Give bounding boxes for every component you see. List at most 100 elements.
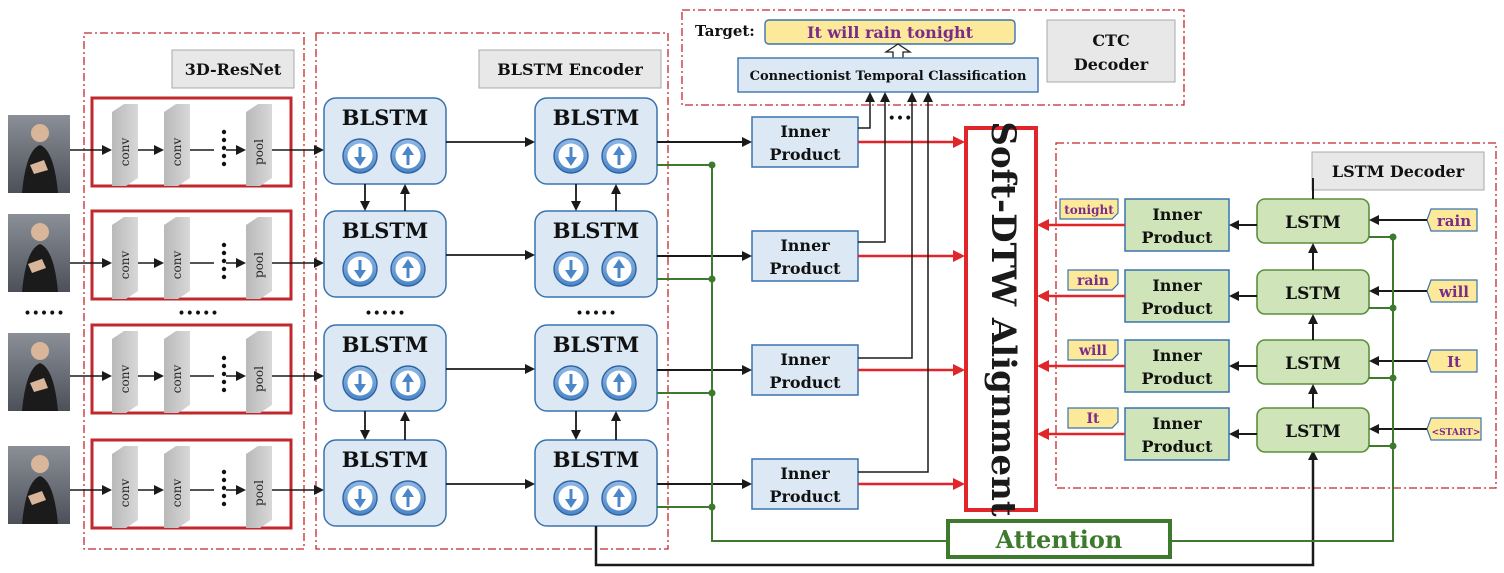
video-frame-row-3 xyxy=(8,333,70,411)
input-token-label: <START> xyxy=(1432,428,1481,438)
blstm-label: BLSTM xyxy=(342,105,429,130)
encoder-inner-products: InnerProductInnerProductInnerProductInne… xyxy=(594,116,1318,567)
encoder-ellipsis-left: ••••• xyxy=(364,306,405,322)
output-token-tag: rain xyxy=(1067,269,1119,291)
conv-label: conv xyxy=(118,251,132,280)
encoder-title: BLSTM Encoder xyxy=(497,60,643,79)
conv-label: conv xyxy=(170,479,184,508)
ctc-ellipsis: ••• xyxy=(888,111,913,127)
inner-product-label: Product xyxy=(1141,299,1213,318)
forward-arrow-icon xyxy=(601,480,637,516)
resnet-block-row-1: conv conv pool xyxy=(70,96,324,188)
backward-arrow-icon xyxy=(553,251,589,287)
soft-dtw-label: Soft-DTW Alignment xyxy=(983,121,1023,517)
blstm-cell: BLSTM xyxy=(323,324,447,412)
resnet-block-row-4: conv conv pool xyxy=(70,438,324,530)
inner-product-label: Inner xyxy=(1152,276,1202,295)
ctc-link-1 xyxy=(858,92,875,129)
ctc-target-box xyxy=(764,19,1016,45)
forward-arrow-icon xyxy=(601,365,637,401)
blstm-label: BLSTM xyxy=(342,332,429,357)
pool-label: pool xyxy=(252,366,266,392)
output-token-label: tonight xyxy=(1064,203,1114,217)
input-token-label: rain xyxy=(1437,212,1471,230)
attention-bus-line xyxy=(1172,237,1394,542)
resnet-title-box xyxy=(171,49,295,89)
pool-label: pool xyxy=(252,252,266,278)
blstm-label: BLSTM xyxy=(342,447,429,472)
decoder-section-frame xyxy=(1055,142,1497,489)
resnet-ellipsis: ••••• xyxy=(177,306,218,322)
attention-label: Attention xyxy=(995,525,1123,554)
ctc-section-frame xyxy=(681,9,1185,106)
ctc-output-arrow xyxy=(883,43,913,59)
ctc-link-2 xyxy=(858,92,890,243)
backward-arrow-icon xyxy=(553,138,589,174)
backward-arrow-icon xyxy=(553,365,589,401)
context-to-decoder-line xyxy=(594,450,1318,567)
conv-label: conv xyxy=(170,365,184,394)
inner-product-label: Inner xyxy=(1152,205,1202,224)
blstm-label: BLSTM xyxy=(553,447,640,472)
encoder-title-box xyxy=(478,49,662,89)
ctc-title-line2: Decoder xyxy=(1074,55,1149,74)
frames-ellipsis: ••••• xyxy=(23,306,64,322)
output-token-label: It xyxy=(1086,411,1100,427)
pool-label: pool xyxy=(252,139,266,165)
inner-product-label: Product xyxy=(769,487,841,506)
decoder-title: LSTM Decoder xyxy=(1332,162,1465,181)
blstm-label: BLSTM xyxy=(553,105,640,130)
lstm-decoder-cells: InnerProductLSTMtonightrainInnerProductL… xyxy=(1037,178,1482,542)
encoder-section-frame xyxy=(315,32,669,550)
video-frame-row-4 xyxy=(8,446,70,524)
video-frame-row-2 xyxy=(8,214,70,292)
ctc-link-4 xyxy=(858,92,933,473)
ctc-target-label: Target: xyxy=(695,22,755,40)
inner-product-label: Product xyxy=(769,373,841,392)
inner-product-label: Product xyxy=(769,259,841,278)
attention-box xyxy=(946,519,1172,559)
blstm-cell: BLSTM xyxy=(323,439,447,527)
video-frame-row-1 xyxy=(8,115,70,193)
soft-dtw-box xyxy=(964,126,1038,512)
ctc-target-text: It will rain tonight xyxy=(807,23,974,42)
output-token-label: will xyxy=(1078,343,1107,359)
conv-label: conv xyxy=(118,365,132,394)
blstm-label: BLSTM xyxy=(342,218,429,243)
output-token-tag: It xyxy=(1067,407,1119,429)
attention-bus-line xyxy=(711,165,946,542)
resnet-block-row-3: conv conv pool xyxy=(70,323,324,415)
blstm-encoder-cells: BLSTM BLSTM BLSTM BLSTM BLSTM BLSTM BLSTM BLSTM xyxy=(323,97,658,527)
forward-arrow-icon xyxy=(390,251,426,287)
ctc-module-label: Connectionist Temporal Classification xyxy=(750,69,1027,84)
blstm-label: BLSTM xyxy=(553,332,640,357)
inner-product-label: Product xyxy=(1141,437,1213,456)
encoder-ellipsis-right: ••••• xyxy=(575,306,616,322)
ctc-title-line1: CTC xyxy=(1092,31,1129,50)
conv-label: conv xyxy=(170,138,184,167)
output-token-tag: tonight xyxy=(1059,198,1119,220)
backward-arrow-icon xyxy=(553,480,589,516)
blstm-cell: BLSTM xyxy=(534,97,658,185)
backward-arrow-icon xyxy=(342,365,378,401)
blstm-cell: BLSTM xyxy=(323,210,447,298)
lstm-label: LSTM xyxy=(1285,284,1341,304)
decoder-title-box xyxy=(1311,151,1485,191)
blstm-label: BLSTM xyxy=(553,218,640,243)
forward-arrow-icon xyxy=(390,138,426,174)
input-token-label: will xyxy=(1438,283,1469,301)
lstm-label: LSTM xyxy=(1285,422,1341,442)
input-token-tag: <START> xyxy=(1426,417,1482,441)
conv-label: conv xyxy=(118,138,132,167)
backward-arrow-icon xyxy=(342,480,378,516)
lstm-label: LSTM xyxy=(1285,354,1341,374)
blstm-cell: BLSTM xyxy=(534,324,658,412)
inner-product-label: Inner xyxy=(780,236,830,255)
input-token-label: It xyxy=(1447,353,1461,371)
